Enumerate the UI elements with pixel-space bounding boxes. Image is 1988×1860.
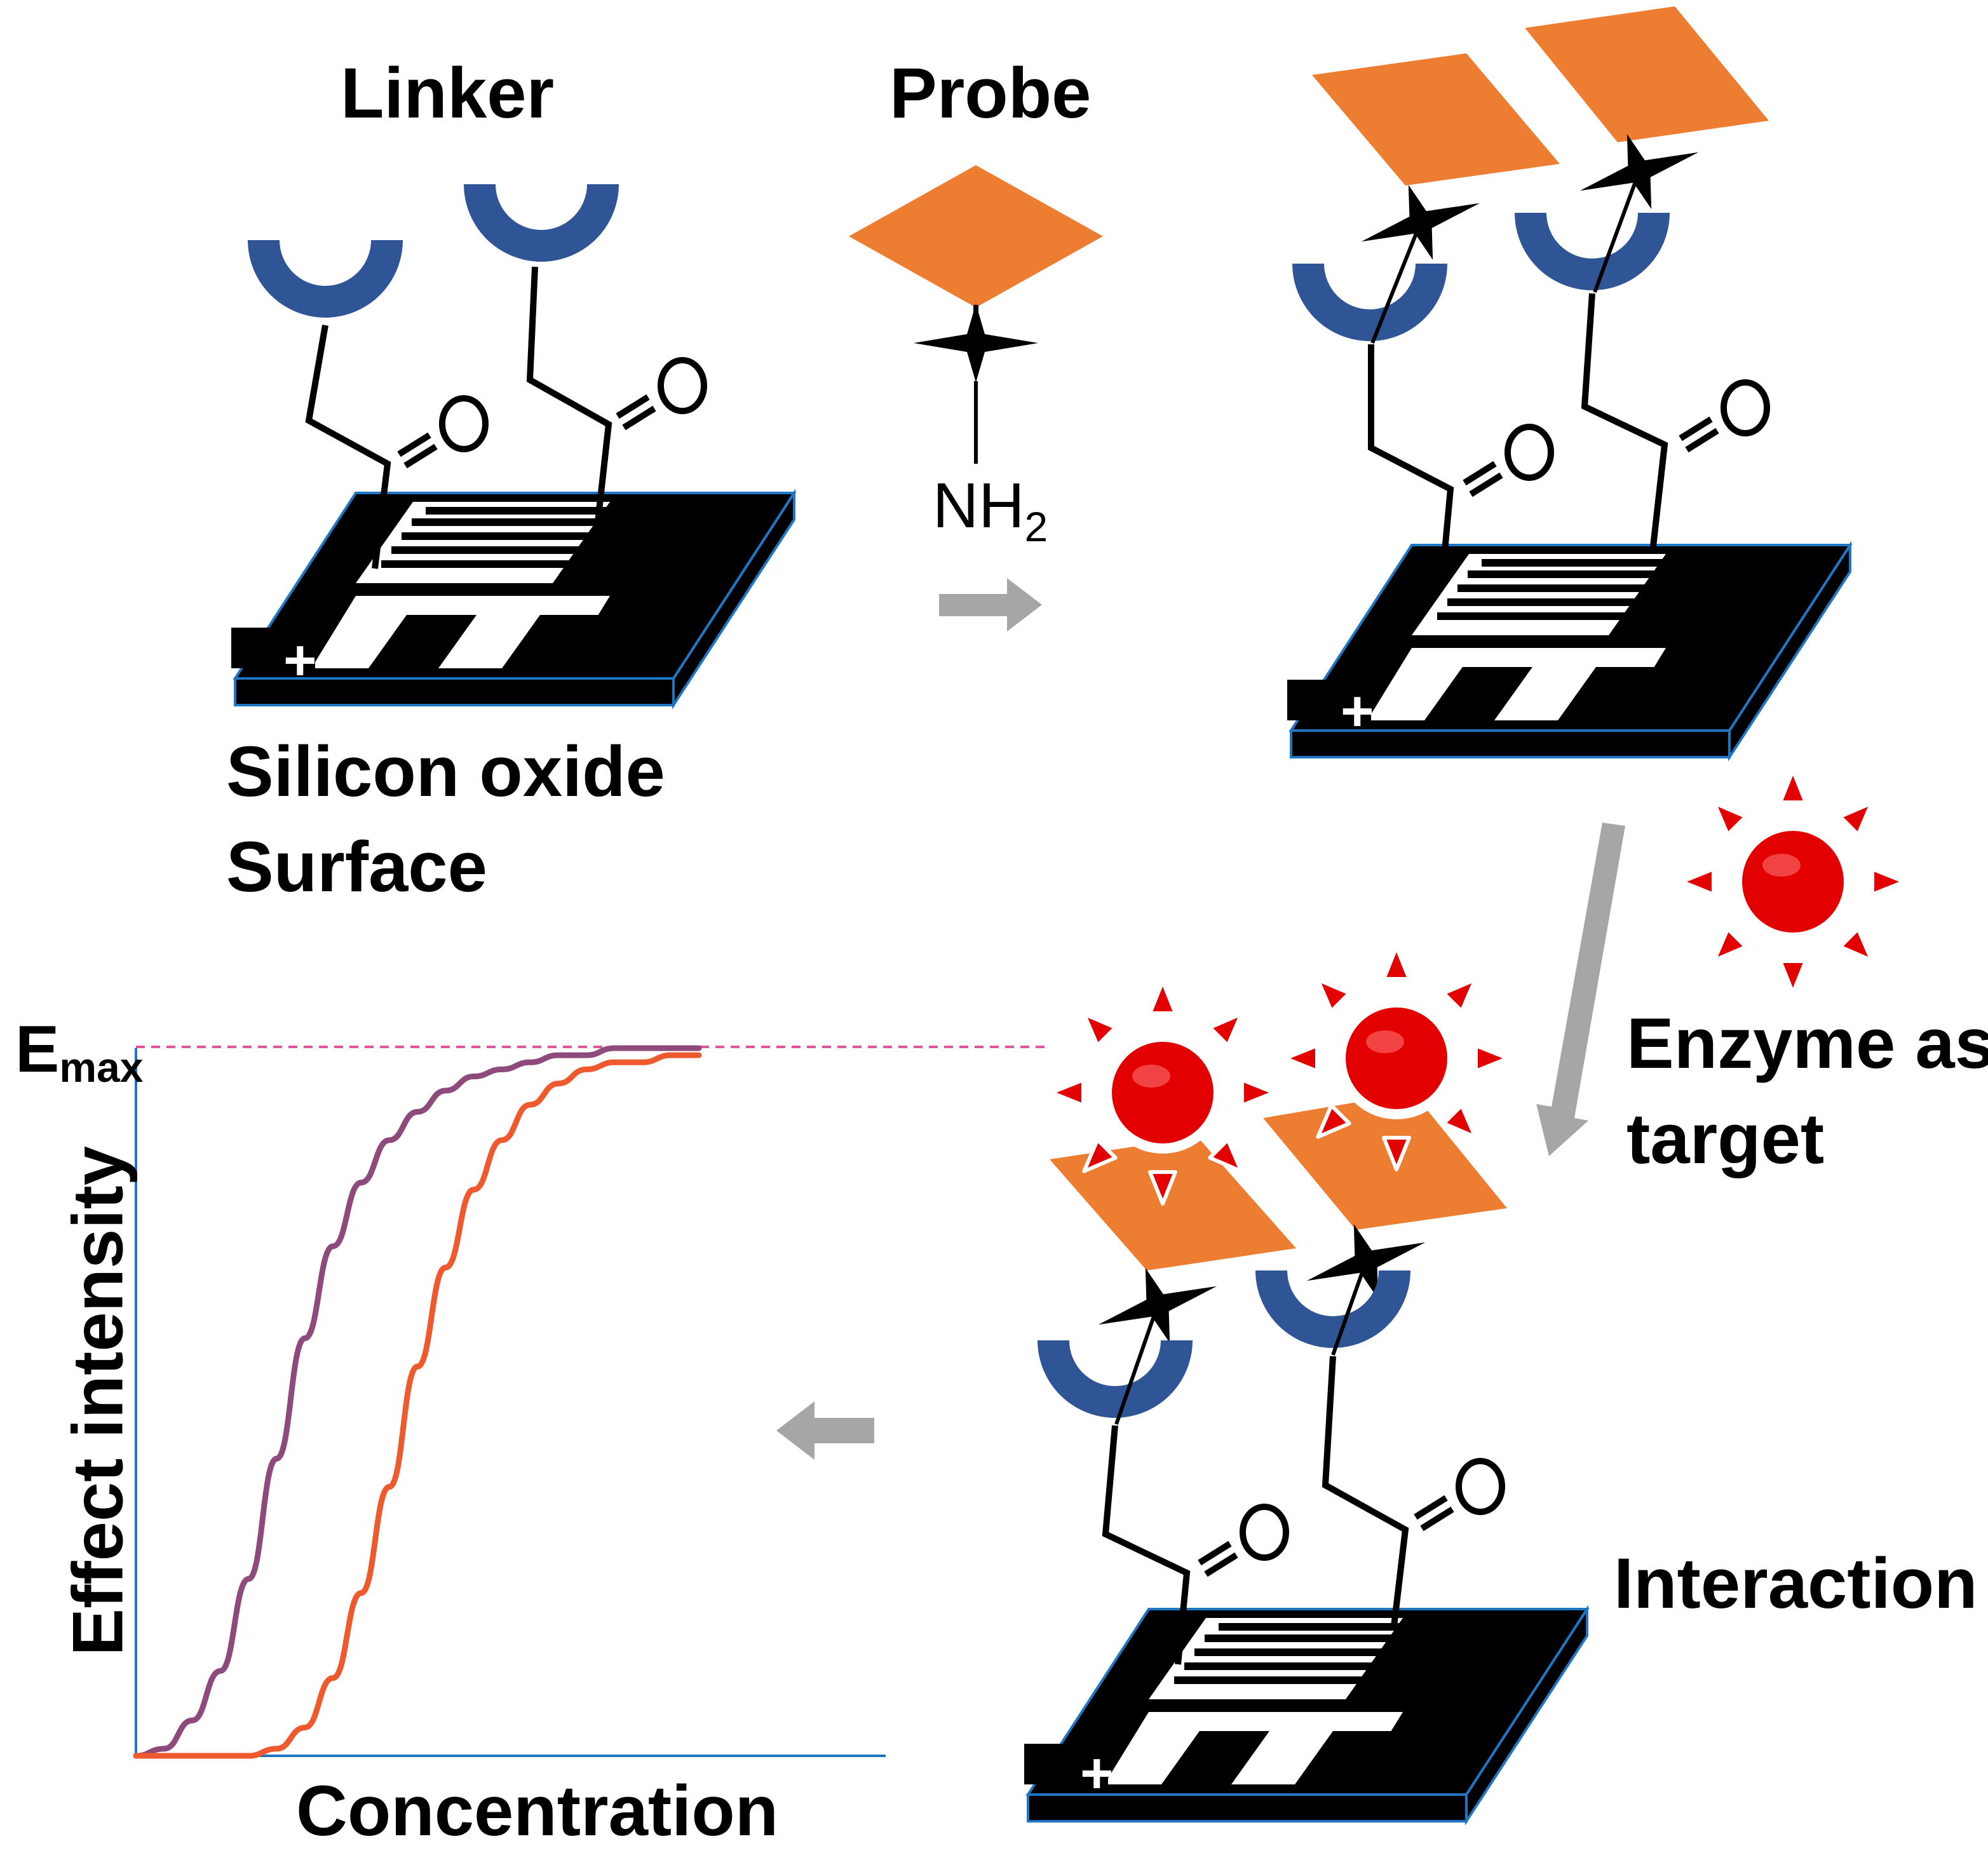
panel-probe <box>849 165 1103 464</box>
linker-cup-icon <box>248 240 403 318</box>
star-anchor-icon <box>914 304 1038 382</box>
amine-label: NH2 <box>933 470 1048 551</box>
enzyme-sun-icon <box>1285 947 1508 1169</box>
probe-diamond-icon <box>1050 1137 1296 1270</box>
carbonyl-group <box>1464 427 1551 494</box>
linker-chain <box>305 325 391 569</box>
emax-label: Emax <box>15 1013 143 1091</box>
chip-minus-label: - <box>1515 680 1534 743</box>
emax-subscript: max <box>59 1044 144 1091</box>
panel-linker <box>231 184 794 705</box>
linker-chain <box>1322 1356 1409 1627</box>
amine-subscript: 2 <box>1024 503 1048 550</box>
linker-chain <box>1102 1425 1191 1665</box>
chip-minus-label: - <box>447 629 466 692</box>
carbonyl-group <box>1416 1461 1502 1528</box>
chip-minus-label: - <box>1254 1742 1273 1805</box>
carbonyl-group <box>1680 382 1767 450</box>
enzyme-sun-icon <box>1682 771 1904 993</box>
probe-label: Probe <box>889 53 1092 133</box>
carbonyl-group <box>399 398 485 466</box>
chip-plus-label: + <box>1341 680 1374 743</box>
emax-main-text: E <box>15 1013 60 1086</box>
linker-cup-icon <box>464 184 619 262</box>
panel-interaction <box>1024 947 1587 1821</box>
surface-label-line1: Silicon oxide <box>226 732 665 811</box>
linker-chain <box>1368 344 1454 579</box>
chip-plus-label: + <box>1080 1742 1114 1805</box>
surface-label-line2: Surface <box>226 827 487 906</box>
probe-diamond-icon <box>849 165 1103 307</box>
chip-plus-label: + <box>283 629 317 692</box>
interaction-label: Interaction <box>1614 1544 1978 1623</box>
enzyme-label-line1: Enzyme as <box>1626 1004 1988 1083</box>
enzyme-label-line2: target <box>1626 1099 1825 1178</box>
linker-chain <box>526 266 612 528</box>
linker-cup-icon <box>1292 264 1447 341</box>
linker-cup-icon <box>1515 213 1670 290</box>
carbonyl-group <box>1200 1507 1286 1574</box>
linker-cup-icon <box>1038 1340 1193 1418</box>
series-line-2 <box>133 1052 702 1759</box>
panel-immobilised <box>1287 6 1850 757</box>
series-line-1 <box>133 1045 702 1759</box>
amine-main-text: NH <box>933 470 1025 541</box>
linker-cup-icon <box>1255 1270 1410 1348</box>
process-arrow-icon <box>1536 823 1625 1156</box>
linker-chain <box>1581 293 1668 547</box>
x-axis-label: Concentration <box>296 1771 779 1850</box>
y-axis-label: Effect intensity <box>58 1145 138 1656</box>
dose-response-chart <box>133 1045 1045 1759</box>
linker-label: Linker <box>341 53 555 133</box>
process-arrow-icon <box>939 578 1042 631</box>
probe-diamond-icon <box>1312 53 1560 185</box>
probe-diamond-icon <box>1525 6 1769 142</box>
carbonyl-group <box>618 360 704 428</box>
enzyme-sun-icon <box>1051 981 1274 1204</box>
process-arrow-icon <box>776 1401 874 1460</box>
